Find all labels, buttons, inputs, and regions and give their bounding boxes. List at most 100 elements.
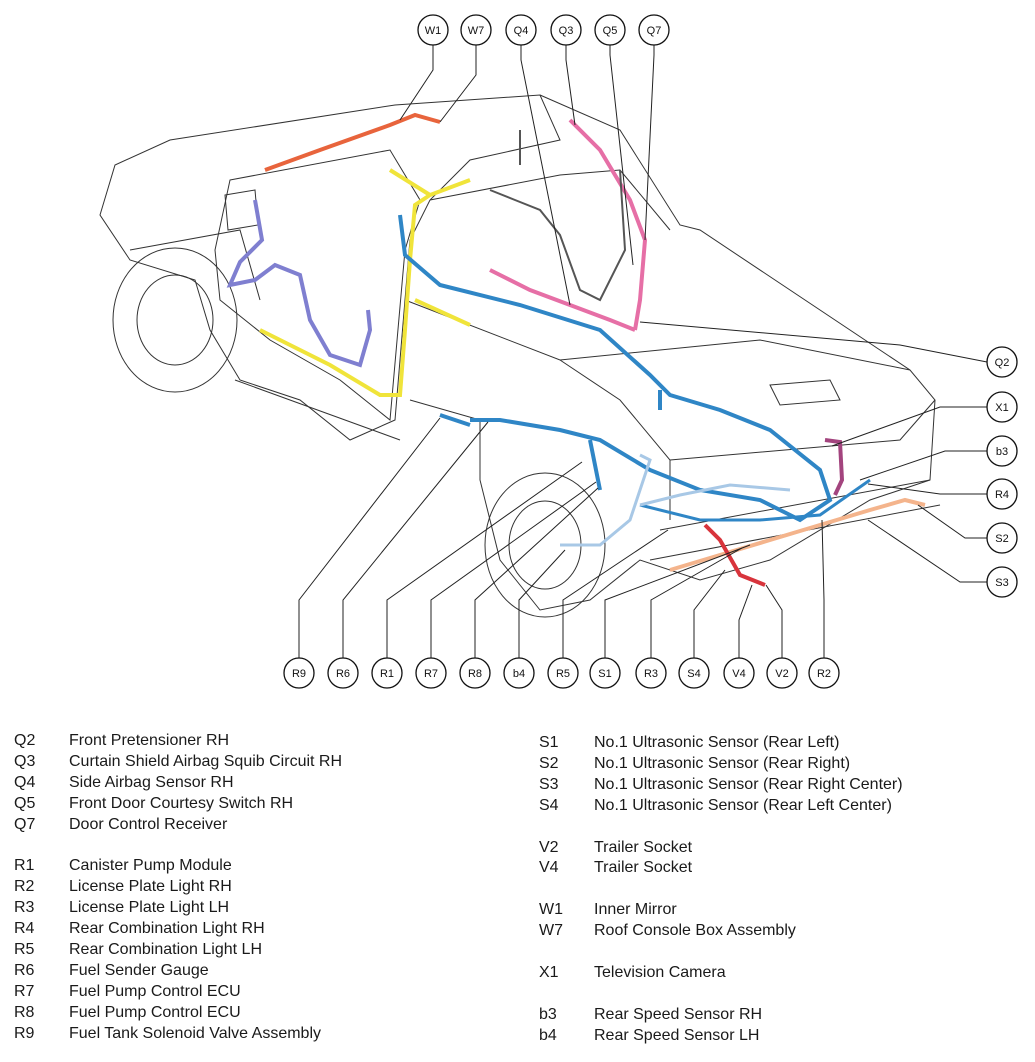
harness-light-blue [560, 453, 791, 547]
legend-spacer [539, 942, 903, 963]
callout-W1: W1 [417, 14, 449, 46]
legend-row-S2: S2 No.1 Ultrasonic Sensor (Rear Right) [539, 754, 903, 775]
svg-text:S3: S3 [995, 577, 1008, 589]
callout-R3: R3 [635, 657, 667, 689]
svg-text:R8: R8 [468, 668, 482, 680]
callout-Q7: Q7 [638, 14, 670, 46]
legend-name: No.1 Ultrasonic Sensor (Rear Left Center… [594, 796, 892, 814]
legend-code: R4 [14, 920, 35, 938]
truck-outline [99, 94, 941, 618]
legend-row-Q3: Q3 Curtain Shield Airbag Squib Circuit RH [14, 752, 342, 773]
legend-name: Side Airbag Sensor RH [69, 773, 234, 791]
harness-bumper [669, 497, 926, 572]
legend-name: License Plate Light RH [69, 878, 232, 896]
legend-row-Q4: Q4 Side Airbag Sensor RH [14, 773, 342, 794]
legend-name: Rear Speed Sensor LH [594, 1026, 760, 1044]
legend-code: V4 [539, 859, 559, 877]
harness-main-floor [398, 214, 871, 523]
callout-S4: S4 [678, 657, 710, 689]
legend-code: b4 [539, 1026, 557, 1044]
legend-name: Front Door Courtesy Switch RH [69, 794, 294, 812]
legend-code: R7 [14, 982, 35, 1000]
callout-V2: V2 [766, 657, 798, 689]
legend-code: Q7 [14, 815, 36, 833]
svg-text:Q3: Q3 [559, 25, 574, 37]
svg-text:V2: V2 [775, 668, 788, 680]
svg-text:R1: R1 [380, 668, 394, 680]
callout-b4: b4 [503, 657, 535, 689]
legend-name: Fuel Sender Gauge [69, 961, 209, 979]
legend-code: S2 [539, 754, 559, 772]
legend-code: R9 [14, 1024, 35, 1042]
svg-text:R4: R4 [995, 489, 1009, 501]
legend-row-V4: V4 Trailer Socket [539, 858, 903, 879]
legend-code: W1 [539, 901, 563, 919]
svg-text:b4: b4 [513, 668, 525, 680]
legend-name: Curtain Shield Airbag Squib Circuit RH [69, 752, 343, 770]
legend-name: Rear Combination Light RH [69, 920, 265, 938]
legend-spacer [539, 879, 903, 900]
legend-name: Trailer Socket [594, 838, 693, 856]
svg-text:R7: R7 [424, 668, 438, 680]
harness-console-white [489, 130, 627, 302]
svg-text:R2: R2 [817, 668, 831, 680]
callout-W7: W7 [460, 14, 492, 46]
svg-text:X1: X1 [995, 402, 1008, 414]
legend-row-X1: X1 Television Camera [539, 963, 903, 984]
svg-text:R9: R9 [292, 668, 306, 680]
legend-row-W1: W1 Inner Mirror [539, 900, 903, 921]
legend-name: No.1 Ultrasonic Sensor (Rear Right Cente… [594, 775, 903, 793]
svg-text:Q4: Q4 [514, 25, 529, 37]
callout-X1: X1 [986, 391, 1018, 423]
callout-b3: b3 [986, 435, 1018, 467]
legend-code: X1 [539, 964, 559, 982]
legend-name: Canister Pump Module [69, 857, 232, 875]
callout-Q5: Q5 [594, 14, 626, 46]
legend-code: R2 [14, 878, 35, 896]
callout-V4: V4 [723, 657, 755, 689]
callout-R9: R9 [283, 657, 315, 689]
legend-code: R6 [14, 961, 35, 979]
legend-row-R2: R2 License Plate Light RH [14, 877, 342, 898]
legend-code: W7 [539, 922, 563, 940]
svg-text:W7: W7 [468, 25, 485, 37]
legend-row-Q7: Q7 Door Control Receiver [14, 815, 342, 836]
callout-group: W1 W7 Q4 Q3 Q5 Q7 Q2 X1 b3 R4 S2 S3 R9 R… [283, 14, 1018, 689]
harness-camera [824, 438, 845, 496]
legend-name: Door Control Receiver [69, 815, 228, 833]
svg-text:Q5: Q5 [603, 25, 618, 37]
callout-R1: R1 [371, 657, 403, 689]
callout-S3: S3 [986, 566, 1018, 598]
legend-name: Front Pretensioner RH [69, 732, 230, 749]
legend-row-R6: R6 Fuel Sender Gauge [14, 961, 342, 982]
svg-text:S4: S4 [687, 668, 700, 680]
callout-S1: S1 [589, 657, 621, 689]
harness-trailer [703, 523, 766, 587]
legend-code: R8 [14, 1003, 35, 1021]
legend-code: S4 [539, 796, 559, 814]
legend-code: Q4 [14, 773, 36, 791]
svg-text:b3: b3 [996, 446, 1008, 458]
legend-code: Q3 [14, 752, 36, 770]
legend-name: Trailer Socket [594, 859, 693, 877]
legend-name: Inner Mirror [594, 901, 677, 919]
svg-text:R6: R6 [336, 668, 350, 680]
harness-curtain-airbag [489, 118, 648, 332]
callout-R5: R5 [547, 657, 579, 689]
legend-spacer [14, 835, 342, 856]
legend-code: V2 [539, 838, 559, 856]
harness-cowl [259, 168, 471, 397]
legend-name: No.1 Ultrasonic Sensor (Rear Right) [594, 754, 851, 772]
legend-row-V2: V2 Trailer Socket [539, 838, 903, 859]
callout-R4: R4 [986, 478, 1018, 510]
legend-name: Television Camera [594, 964, 726, 982]
